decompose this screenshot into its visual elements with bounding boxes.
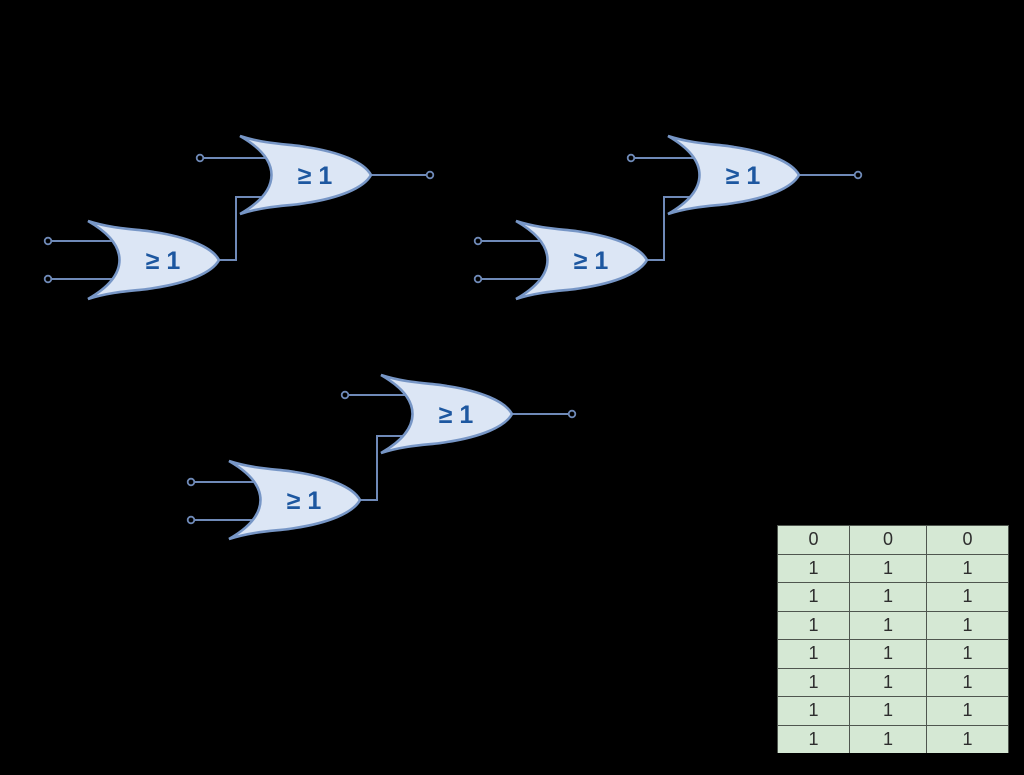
table-cell: 0 xyxy=(849,525,927,555)
table-cell: 0 xyxy=(777,525,850,555)
input-terminal xyxy=(186,477,196,487)
table-cell: 1 xyxy=(777,667,850,697)
table-cell: 1 xyxy=(849,724,927,753)
table-cell: 1 xyxy=(777,696,850,726)
table-cell: 1 xyxy=(926,667,1009,697)
output-terminal xyxy=(425,170,435,180)
circuit-top-right: ≥ 1 ≥ 1 xyxy=(473,134,863,301)
or-gate-label: ≥ 1 xyxy=(726,162,761,190)
or-gate-label: ≥ 1 xyxy=(298,162,333,190)
input-terminal xyxy=(43,274,53,284)
table-cell: 1 xyxy=(926,724,1009,753)
table-cell: 1 xyxy=(849,582,927,612)
table-cell: 1 xyxy=(926,639,1009,669)
circuit-middle: ≥ 1 ≥ 1 xyxy=(186,373,577,541)
table-cell: 1 xyxy=(777,610,850,640)
output-terminal xyxy=(567,409,577,419)
table-cell: 1 xyxy=(777,724,850,753)
table-cell: 1 xyxy=(849,696,927,726)
table-cell: 1 xyxy=(926,610,1009,640)
table-cell: 1 xyxy=(777,582,850,612)
table-cell: 1 xyxy=(849,667,927,697)
or-gate-label: ≥ 1 xyxy=(146,247,181,275)
table-cell: 1 xyxy=(926,553,1009,583)
or-gate-label: ≥ 1 xyxy=(287,487,322,515)
table-cell: 1 xyxy=(849,639,927,669)
table-cell: 1 xyxy=(849,553,927,583)
table-cell: 1 xyxy=(926,582,1009,612)
input-terminal xyxy=(473,236,483,246)
or-gate-label: ≥ 1 xyxy=(439,401,474,429)
table-cell: 1 xyxy=(926,696,1009,726)
input-terminal xyxy=(473,274,483,284)
output-terminal xyxy=(853,170,863,180)
table-cell: 0 xyxy=(926,525,1009,555)
or-gate-label: ≥ 1 xyxy=(574,247,609,275)
input-terminal xyxy=(186,515,196,525)
circuit-top-left: ≥ 1 ≥ 1 xyxy=(43,134,435,301)
table-cell: 1 xyxy=(849,610,927,640)
input-terminal xyxy=(626,153,636,163)
table-cell: 1 xyxy=(777,639,850,669)
input-terminal xyxy=(43,236,53,246)
input-terminal xyxy=(340,390,350,400)
table-cell: 1 xyxy=(777,553,850,583)
input-terminal xyxy=(195,153,205,163)
